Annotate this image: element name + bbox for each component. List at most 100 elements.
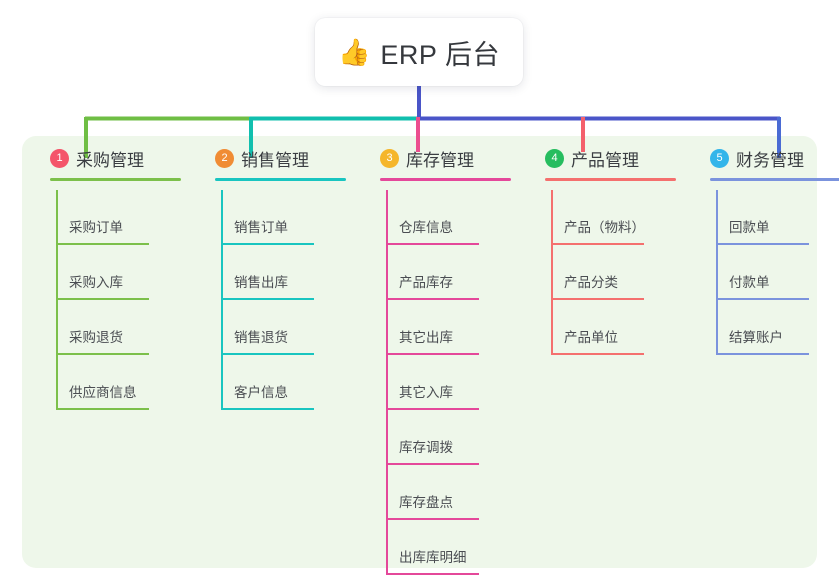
branch-item-label: 采购订单 bbox=[69, 220, 123, 235]
branch-column-1: 1 采购管理采购订单采购入库采购退货供应商信息 bbox=[36, 136, 201, 410]
branch-item-underline bbox=[716, 298, 809, 300]
branch-item[interactable]: 产品（物料） bbox=[551, 190, 696, 245]
branch-item[interactable]: 销售订单 bbox=[221, 190, 366, 245]
branch-item-label: 结算账户 bbox=[729, 330, 783, 345]
branch-item-label: 产品库存 bbox=[399, 275, 453, 290]
branch-title: 库存管理 bbox=[406, 150, 474, 170]
branch-header-3[interactable]: 3 库存管理 bbox=[366, 136, 531, 181]
branch-item-list: 回款单付款单结算账户 bbox=[696, 190, 839, 355]
branch-title: 财务管理 bbox=[736, 150, 804, 170]
branch-item[interactable]: 产品单位 bbox=[551, 300, 696, 355]
branch-item-underline bbox=[221, 353, 314, 355]
branch-header-underline bbox=[545, 178, 676, 181]
branch-stem-line bbox=[386, 190, 388, 575]
thumbs-up-icon: 👍 bbox=[338, 37, 371, 67]
branch-item[interactable]: 采购退货 bbox=[56, 300, 201, 355]
branch-item-underline bbox=[551, 243, 644, 245]
branch-item[interactable]: 结算账户 bbox=[716, 300, 839, 355]
branch-item[interactable]: 付款单 bbox=[716, 245, 839, 300]
branch-item-label: 其它出库 bbox=[399, 330, 453, 345]
branch-item-label: 产品单位 bbox=[564, 330, 618, 345]
branch-item-underline bbox=[551, 298, 644, 300]
branch-item-underline bbox=[56, 408, 149, 410]
branch-item-list: 产品（物料） 产品分类产品单位 bbox=[531, 190, 696, 355]
branch-item[interactable]: 其它入库 bbox=[386, 355, 531, 410]
branch-item-underline bbox=[386, 573, 479, 575]
branch-item[interactable]: 销售退货 bbox=[221, 300, 366, 355]
branch-item-label: 采购入库 bbox=[69, 275, 123, 290]
diagram-background-panel bbox=[22, 136, 817, 568]
branch-item-underline bbox=[386, 353, 479, 355]
branch-item-label: 出库库明细 bbox=[399, 550, 467, 565]
branch-item-underline bbox=[386, 243, 479, 245]
branch-item[interactable]: 客户信息 bbox=[221, 355, 366, 410]
branch-item[interactable]: 采购订单 bbox=[56, 190, 201, 245]
branch-item-underline bbox=[386, 463, 479, 465]
branch-item-underline bbox=[386, 408, 479, 410]
branch-item[interactable]: 库存调拨 bbox=[386, 410, 531, 465]
branch-item-label: 回款单 bbox=[729, 220, 770, 235]
branch-item-label: 库存调拨 bbox=[399, 440, 453, 455]
branch-item-label: 销售订单 bbox=[234, 220, 288, 235]
branch-number-badge: 2 bbox=[215, 148, 234, 168]
branch-item-underline bbox=[716, 243, 809, 245]
branch-item-underline bbox=[551, 353, 644, 355]
branch-item-list: 销售订单销售出库销售退货客户信息 bbox=[201, 190, 366, 410]
branch-column-5: 5 财务管理回款单付款单结算账户 bbox=[696, 136, 839, 355]
branch-stem-line bbox=[716, 190, 718, 355]
branch-item-list: 仓库信息产品库存其它出库其它入库库存调拨库存盘点出库库明细 bbox=[366, 190, 531, 575]
branch-item-underline bbox=[716, 353, 809, 355]
branch-number-badge: 3 bbox=[380, 148, 399, 168]
branch-item-underline bbox=[56, 298, 149, 300]
branch-item-label: 供应商信息 bbox=[69, 385, 137, 400]
branch-item[interactable]: 产品库存 bbox=[386, 245, 531, 300]
branch-column-2: 2 销售管理销售订单销售出库销售退货客户信息 bbox=[201, 136, 366, 410]
branch-item[interactable]: 销售出库 bbox=[221, 245, 366, 300]
branch-stem-line bbox=[221, 190, 223, 410]
branch-item[interactable]: 仓库信息 bbox=[386, 190, 531, 245]
branch-stem-line bbox=[551, 190, 553, 355]
branch-column-3: 3 库存管理仓库信息产品库存其它出库其它入库库存调拨库存盘点出库库明细 bbox=[366, 136, 531, 575]
branch-item[interactable]: 供应商信息 bbox=[56, 355, 201, 410]
root-title: ERP 后台 bbox=[380, 39, 500, 70]
branch-number-badge: 1 bbox=[50, 148, 69, 168]
branch-item[interactable]: 库存盘点 bbox=[386, 465, 531, 520]
branch-item-label: 销售退货 bbox=[234, 330, 288, 345]
branch-title: 采购管理 bbox=[76, 150, 144, 170]
branch-header-1[interactable]: 1 采购管理 bbox=[36, 136, 201, 181]
branch-item[interactable]: 出库库明细 bbox=[386, 520, 531, 575]
branch-number-badge: 4 bbox=[545, 148, 564, 168]
branch-header-2[interactable]: 2 销售管理 bbox=[201, 136, 366, 181]
branch-item-label: 其它入库 bbox=[399, 385, 453, 400]
branch-title: 产品管理 bbox=[571, 150, 639, 170]
branch-header-4[interactable]: 4 产品管理 bbox=[531, 136, 696, 181]
branch-item-label: 产品（物料） bbox=[564, 220, 645, 235]
branch-header-underline bbox=[380, 178, 511, 181]
branch-title: 销售管理 bbox=[241, 150, 309, 170]
branch-header-5[interactable]: 5 财务管理 bbox=[696, 136, 839, 181]
branch-item-label: 付款单 bbox=[729, 275, 770, 290]
branch-item-underline bbox=[221, 298, 314, 300]
branch-item-underline bbox=[56, 353, 149, 355]
branch-item-underline bbox=[56, 243, 149, 245]
root-node[interactable]: 👍 ERP 后台 bbox=[315, 18, 523, 86]
branch-item-label: 仓库信息 bbox=[399, 220, 453, 235]
branch-item-underline bbox=[386, 298, 479, 300]
branch-item-list: 采购订单采购入库采购退货供应商信息 bbox=[36, 190, 201, 410]
branch-item-label: 客户信息 bbox=[234, 385, 288, 400]
branch-item-label: 库存盘点 bbox=[399, 495, 453, 510]
branch-item[interactable]: 其它出库 bbox=[386, 300, 531, 355]
branch-column-4: 4 产品管理产品（物料） 产品分类产品单位 bbox=[531, 136, 696, 355]
branch-item-underline bbox=[221, 408, 314, 410]
branch-item-underline bbox=[386, 518, 479, 520]
branch-stem-line bbox=[56, 190, 58, 410]
branch-number-badge: 5 bbox=[710, 148, 729, 168]
branch-item[interactable]: 产品分类 bbox=[551, 245, 696, 300]
branch-item[interactable]: 回款单 bbox=[716, 190, 839, 245]
branch-header-underline bbox=[710, 178, 839, 181]
branch-item-underline bbox=[221, 243, 314, 245]
branch-item-label: 产品分类 bbox=[564, 275, 618, 290]
branch-item[interactable]: 采购入库 bbox=[56, 245, 201, 300]
